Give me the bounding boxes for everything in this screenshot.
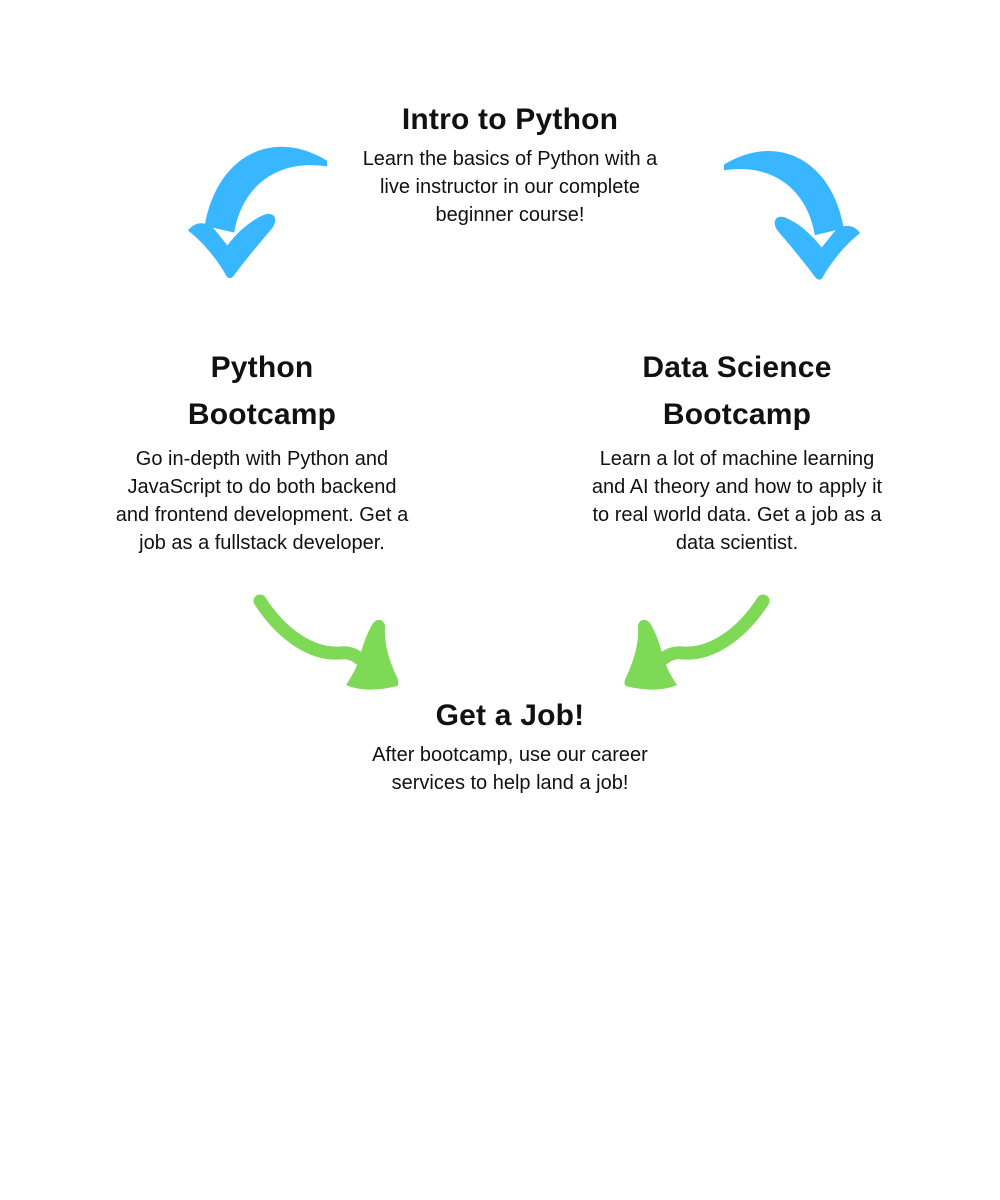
node-get-a-job: Get a Job! After bootcamp, use our caree… [300, 698, 720, 797]
node-python-bootcamp: Python Bootcamp Go in-depth with Python … [72, 344, 452, 557]
python-bootcamp-title-line: Python [210, 351, 314, 384]
arrow-intro-to-data-science-bootcamp [723, 150, 861, 280]
python-bootcamp-description-line: Go in-depth with Python and [135, 448, 389, 470]
arrow-intro-to-python-bootcamp [187, 146, 327, 278]
python-bootcamp-description: Go in-depth with Python and JavaScript t… [72, 445, 452, 557]
intro-description-line: Learn the basics of Python with a [362, 148, 658, 170]
data-science-bootcamp-title-line: Data Science [642, 351, 832, 384]
intro-description-line: live instructor in our complete [379, 176, 641, 198]
intro-description-line: beginner course! [435, 204, 585, 226]
python-bootcamp-description-line: and frontend development. Get a [115, 504, 409, 526]
data-science-bootcamp-title: Data Science Bootcamp [547, 344, 927, 438]
intro-description: Learn the basics of Python with a live i… [300, 145, 720, 229]
get-a-job-description: After bootcamp, use our career services … [300, 741, 720, 797]
data-science-bootcamp-description-line: to real world data. Get a job as a [592, 504, 882, 526]
data-science-bootcamp-title-line: Bootcamp [662, 398, 812, 431]
node-intro-to-python: Intro to Python Learn the basics of Pyth… [300, 102, 720, 229]
python-bootcamp-description-line: job as a fullstack developer. [139, 532, 385, 554]
get-a-job-description-line: After bootcamp, use our career [372, 744, 648, 766]
data-science-bootcamp-description: Learn a lot of machine learning and AI t… [547, 445, 927, 557]
python-bootcamp-title-line: Bootcamp [187, 398, 337, 431]
get-a-job-description-line: services to help land a job! [391, 772, 629, 794]
arrow-python-bootcamp-to-job [253, 594, 399, 690]
node-data-science-bootcamp: Data Science Bootcamp Learn a lot of mac… [547, 344, 927, 557]
arrow-data-science-bootcamp-to-job [624, 594, 770, 690]
python-bootcamp-description-line: JavaScript to do both backend [127, 476, 397, 498]
data-science-bootcamp-description-line: Learn a lot of machine learning [599, 448, 875, 470]
data-science-bootcamp-description-line: data scientist. [675, 532, 799, 554]
get-a-job-title: Get a Job! [435, 699, 585, 732]
data-science-bootcamp-description-line: and AI theory and how to apply it [591, 476, 883, 498]
intro-title: Intro to Python [401, 103, 619, 136]
python-bootcamp-title: Python Bootcamp [72, 344, 452, 438]
